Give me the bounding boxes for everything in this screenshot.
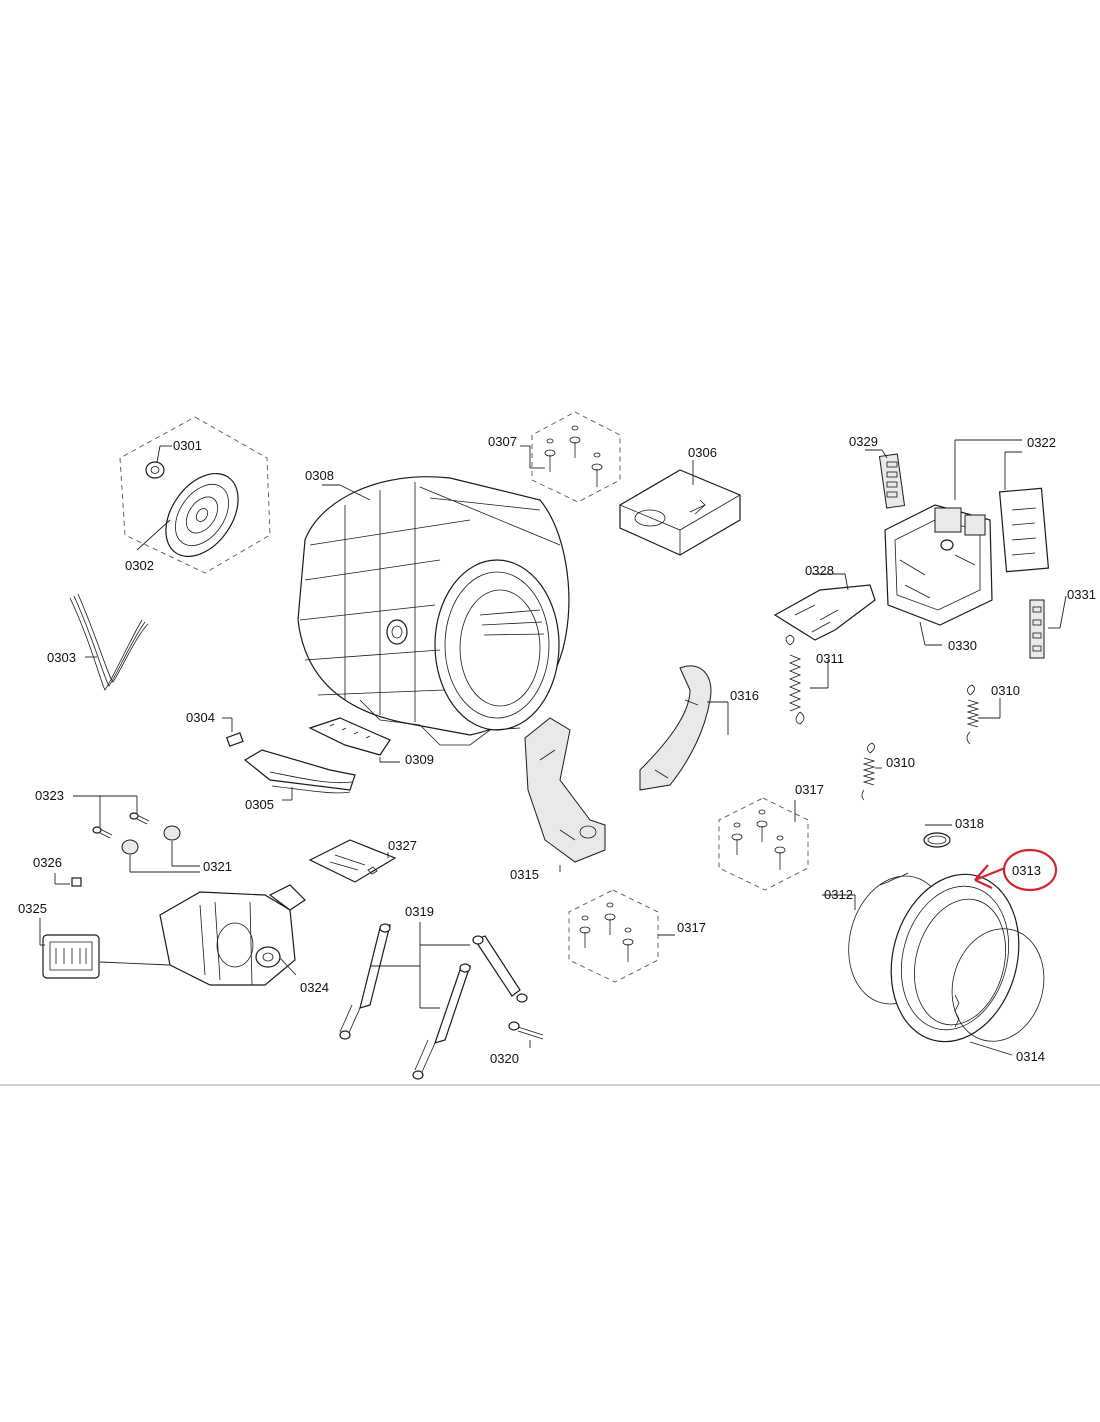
label-0317-right: 0317 — [795, 782, 824, 797]
label-0317-lower: 0317 — [677, 920, 706, 935]
label-0309: 0309 — [405, 752, 434, 767]
label-0315: 0315 — [510, 867, 539, 882]
control-electronics — [865, 439, 1067, 659]
label-0305: 0305 — [245, 797, 274, 812]
screw-0320 — [508, 1021, 544, 1048]
label-0327: 0327 — [388, 838, 417, 853]
label-0330: 0330 — [948, 638, 977, 653]
motor-0324 — [39, 884, 306, 986]
bracket-0328 — [773, 573, 876, 641]
label-0323: 0323 — [35, 788, 64, 803]
label-0301: 0301 — [173, 438, 202, 453]
clamp-0318 — [923, 824, 952, 848]
label-0308: 0308 — [305, 468, 334, 483]
label-0303: 0303 — [47, 650, 76, 665]
pulley-group — [119, 416, 271, 574]
highlight-circle-0313 — [1002, 848, 1058, 892]
label-0329: 0329 — [849, 434, 878, 449]
label-sticker-0327 — [308, 839, 397, 883]
label-0307: 0307 — [488, 434, 517, 449]
door-seal-group — [822, 848, 1058, 1056]
springs — [785, 634, 1001, 801]
outer-tub — [297, 476, 570, 746]
label-0312: 0312 — [824, 887, 853, 902]
heater-group — [222, 717, 400, 801]
label-0326: 0326 — [33, 855, 62, 870]
label-0316: 0316 — [730, 688, 759, 703]
label-0331: 0331 — [1067, 587, 1096, 602]
label-0310-upper: 0310 — [991, 683, 1020, 698]
screw-set-0317-right — [718, 797, 809, 891]
label-0304: 0304 — [186, 710, 215, 725]
label-0328: 0328 — [805, 563, 834, 578]
label-0325: 0325 — [18, 901, 47, 916]
label-0319: 0319 — [405, 904, 434, 919]
label-0310-lower: 0310 — [886, 755, 915, 770]
label-0320: 0320 — [490, 1051, 519, 1066]
label-0302: 0302 — [125, 558, 154, 573]
label-0306: 0306 — [688, 445, 717, 460]
label-0318: 0318 — [955, 816, 984, 831]
cover-0306 — [619, 460, 741, 556]
screw-set-0317-lower — [568, 889, 675, 983]
counterweight-0315 — [524, 717, 606, 872]
label-0322: 0322 — [1027, 435, 1056, 450]
dampers-0319 — [339, 922, 528, 1080]
label-0311: 0311 — [816, 651, 844, 666]
label-0324: 0324 — [300, 980, 329, 995]
screw-set-0307 — [520, 411, 621, 503]
fastener-group-0323 — [73, 795, 200, 873]
label-0321: 0321 — [203, 859, 232, 874]
sensor-0326 — [54, 873, 82, 887]
drive-belt — [69, 593, 149, 691]
label-0314: 0314 — [1016, 1049, 1045, 1064]
label-0313: 0313 — [1012, 863, 1041, 878]
counterweight-0316 — [639, 665, 729, 791]
